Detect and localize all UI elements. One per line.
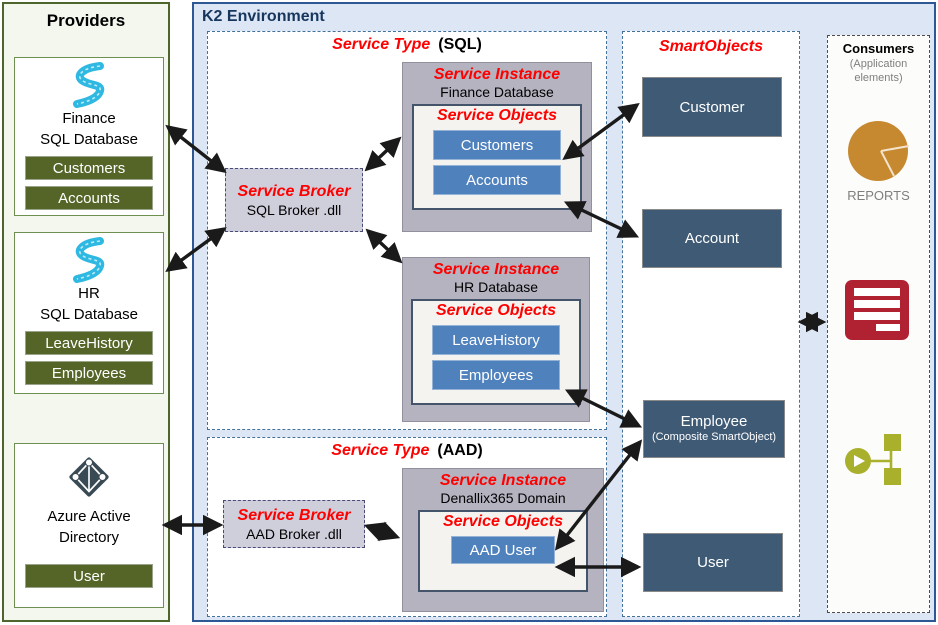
finance-database-instance-box: Service Instance Finance Database Servic… [402,62,592,232]
providers-title: Providers [46,11,126,30]
denallix365-instance-box: Service Instance Denallix365 Domain Serv… [402,468,604,612]
finance-customers-chip: Customers [25,156,153,180]
hr-employees-chip: Employees [25,361,153,385]
consumers-panel: Consumers (Application elements) REPORTS [827,35,930,613]
consumers-subtitle: (Application elements) [849,58,908,84]
azure-ad-icon [69,457,109,497]
smartobjects-title: SmartObjects [658,38,764,55]
sql-server-icon [73,62,105,108]
service-type-sql-title: Service Type(SQL) [332,36,482,53]
hr-sql-database-box: HR SQL Database LeaveHistory Employees [14,232,164,394]
hr-database-instance-box: Service Instance HR Database Service Obj… [402,257,590,422]
k2-environment-title: K2 Environment [202,8,325,25]
workflow-icon [845,434,901,485]
service-type-aad-title: Service Type(AAD) [331,442,483,459]
sql-service-broker-box: Service Broker SQL Broker .dll [225,168,363,232]
aad-user-service-object: AAD User [451,536,555,564]
pie-chart-icon [848,121,910,181]
service-type-aad-box: Service Type(AAD) Service Broker AAD Bro… [207,437,607,617]
providers-panel: Providers Finance SQL Database Customers… [2,2,170,622]
finance-accounts-chip: Accounts [25,186,153,210]
smartobjects-column: SmartObjects Customer Account Employee (… [622,31,800,617]
customer-smartobject: Customer [642,77,782,137]
employee-smartobject-note: (Composite SmartObject) [651,431,777,444]
aad-service-broker-box: Service Broker AAD Broker .dll [223,500,365,548]
provider-name: Finance SQL Database [40,110,138,148]
user-smartobject: User [643,533,783,592]
account-smartobject: Account [642,209,782,268]
hr-leavehistory-chip: LeaveHistory [25,331,153,355]
form-icon [845,280,909,340]
sql-server-icon [73,237,105,283]
accounts-service-object: Accounts [433,165,561,195]
aad-service-objects-box: Service Objects AAD User [418,510,588,592]
leavehistory-service-object: LeaveHistory [432,325,560,355]
azure-user-chip: User [25,564,153,588]
consumers-title: Consumers [842,41,915,56]
employees-service-object: Employees [432,360,560,390]
finance-sql-database-box: Finance SQL Database Customers Accounts [14,57,164,216]
provider-name: HR SQL Database [40,285,138,323]
customers-service-object: Customers [433,130,561,160]
k2-environment-panel: K2 Environment Service Type(SQL) Service… [192,2,936,622]
hr-service-objects-box: Service Objects LeaveHistory Employees [411,299,581,405]
finance-service-objects-box: Service Objects Customers Accounts [412,104,582,210]
reports-label: REPORTS [847,188,910,203]
provider-name: Azure Active Directory [47,508,131,546]
azure-active-directory-box: Azure Active Directory User [14,443,164,608]
employee-smartobject: Employee (Composite SmartObject) [643,400,785,458]
service-type-sql-box: Service Type(SQL) Service Broker SQL Bro… [207,31,607,430]
